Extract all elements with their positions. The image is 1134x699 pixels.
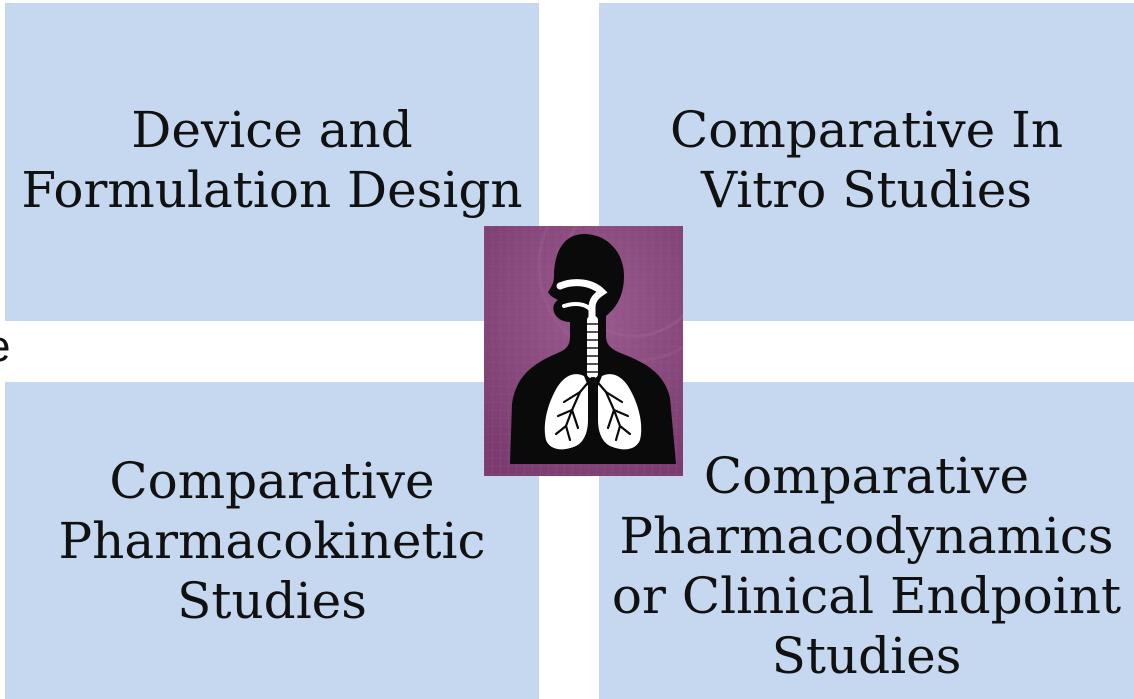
quadrant-label: Device and Formulation Design	[21, 101, 523, 219]
quadrant-device-formulation-design: Device and Formulation Design	[5, 3, 539, 321]
quadrant-comparative-pharmacodynamics: Comparative Pharmacodynamics or Clinical…	[599, 382, 1134, 699]
respiratory-system-icon	[484, 226, 683, 476]
quadrant-comparative-in-vitro: Comparative In Vitro Studies	[599, 3, 1134, 321]
clipped-text-fragment: e	[0, 322, 10, 372]
quadrant-label: Comparative Pharmacodynamics or Clinical…	[611, 446, 1122, 685]
quadrant-label: Comparative Pharmacokinetic Studies	[58, 451, 486, 630]
quadrant-comparative-pharmacokinetic: Comparative Pharmacokinetic Studies	[5, 382, 539, 699]
quadrant-label: Comparative In Vitro Studies	[669, 101, 1064, 219]
